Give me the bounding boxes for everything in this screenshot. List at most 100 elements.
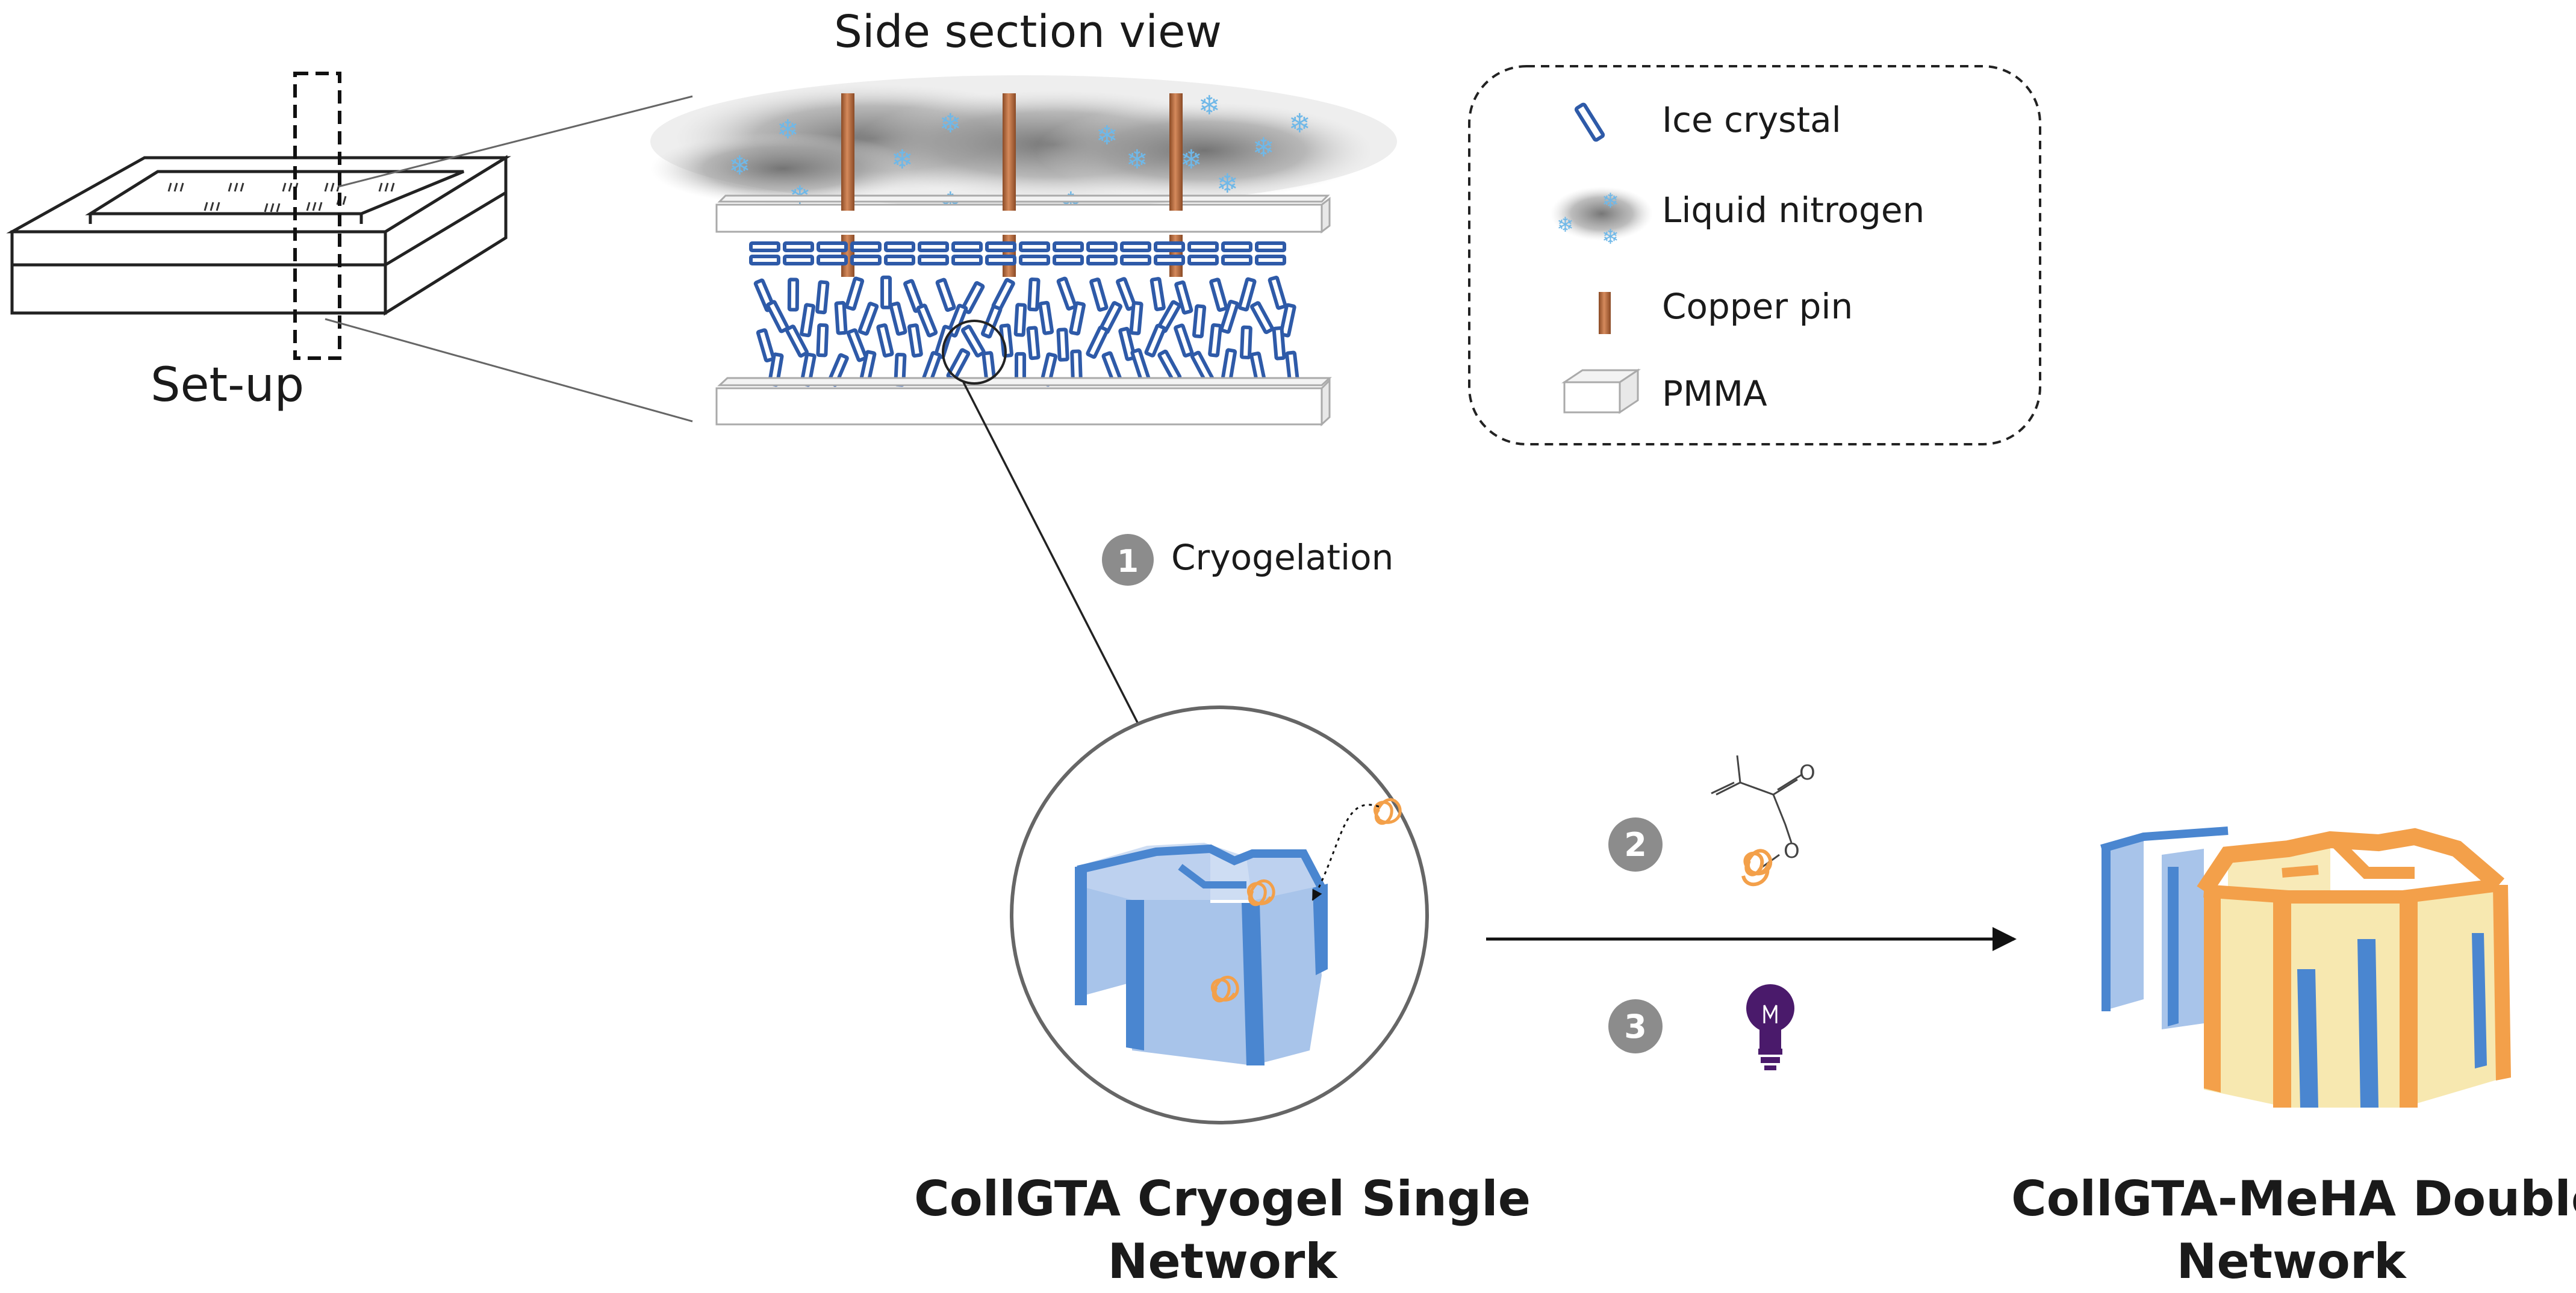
ice-crystal <box>1120 241 1151 252</box>
pmma-block-icon <box>1561 368 1641 414</box>
ice-crystal <box>1157 349 1182 383</box>
ice-crystal <box>876 323 894 358</box>
side-section-title: Side section view <box>834 6 1222 58</box>
ice-crystal <box>1268 276 1287 310</box>
double-network-title-line1: CollGTA-MeHA Double <box>2011 1171 2576 1227</box>
ice-crystal <box>1086 325 1109 359</box>
ice-crystal <box>1208 323 1222 358</box>
svg-text:❄: ❄ <box>777 114 799 145</box>
svg-text:❄: ❄ <box>1602 189 1619 213</box>
setup-label: Set-up <box>151 358 305 412</box>
ice-crystal <box>817 241 848 252</box>
ice-crystal <box>884 241 915 252</box>
ice-crystal <box>935 278 956 312</box>
svg-text:❄: ❄ <box>891 144 913 175</box>
ice-crystal <box>916 303 938 338</box>
single-network-title-line1: CollGTA Cryogel Single <box>914 1171 1531 1227</box>
ice-crystal <box>884 255 915 265</box>
zoom-line-bottom <box>325 318 693 423</box>
ice-crystal <box>834 301 848 335</box>
ice-crystal <box>1255 241 1286 252</box>
step-number-1: 1 <box>1117 544 1139 580</box>
single-network-title: CollGTA Cryogel Single Network <box>897 1168 1548 1293</box>
ice-crystal <box>907 323 923 358</box>
ice-crystal <box>951 241 983 252</box>
ice-crystal <box>1056 327 1069 362</box>
ice-crystals <box>749 241 1300 387</box>
ice-crystal <box>1279 303 1296 338</box>
ice-crystal <box>1086 255 1118 265</box>
light-bulb-icon <box>1746 984 1794 1070</box>
svg-text:❄: ❄ <box>1126 144 1148 175</box>
legend-label-pmma: PMMA <box>1662 373 1767 414</box>
ice-crystal <box>1019 241 1050 252</box>
legend-box <box>1468 65 2041 445</box>
ice-crystal <box>1019 255 1050 265</box>
ice-crystal <box>1089 278 1109 312</box>
ice-crystal <box>991 278 1015 311</box>
ice-crystal <box>756 328 776 363</box>
ice-crystal <box>817 255 848 265</box>
ice-crystal <box>787 278 800 312</box>
ice-crystal <box>1056 276 1077 311</box>
zoom-line-top <box>338 95 693 188</box>
svg-text:❄: ❄ <box>1252 132 1275 163</box>
ice-crystal <box>918 255 949 265</box>
ice-crystal <box>1237 277 1257 312</box>
ice-crystal <box>1013 303 1027 337</box>
svg-text:❄: ❄ <box>1602 225 1619 249</box>
svg-text:❄: ❄ <box>1180 144 1202 175</box>
ice-crystal <box>783 241 814 252</box>
legend-label-ice-crystal: Ice crystal <box>1662 99 1841 140</box>
ice-crystal <box>845 276 865 311</box>
ice-crystal <box>1026 326 1041 361</box>
section-cut-box <box>293 72 341 360</box>
meha-molecule-icon: O O <box>1711 755 1815 887</box>
ice-crystal <box>1174 280 1193 315</box>
ice-crystal <box>1209 278 1228 312</box>
ice-crystal <box>1255 255 1286 265</box>
ice-crystal-icon <box>1574 102 1605 142</box>
svg-text:❄: ❄ <box>1216 169 1239 199</box>
step-label-cryogelation: Cryogelation <box>1171 537 1394 578</box>
legend-label-copper-pin: Copper pin <box>1662 286 1853 327</box>
ice-crystal <box>1239 325 1252 359</box>
step-badge-2: 2 <box>1608 817 1663 872</box>
ice-crystal <box>800 303 816 338</box>
magnify-circle <box>942 320 1007 385</box>
step-badge-3: 3 <box>1608 999 1663 1053</box>
ice-crystal <box>1221 255 1252 265</box>
ice-crystal <box>766 300 790 333</box>
legend-label-liquid-nitrogen: Liquid nitrogen <box>1662 190 1925 231</box>
ice-crystal <box>1120 255 1151 265</box>
ice-crystal <box>1192 304 1207 339</box>
carbonyl-oxygen: O <box>1799 761 1815 785</box>
double-network-title: CollGTA-MeHA Double Network <box>2011 1168 2576 1293</box>
copper-pin-icon <box>1599 292 1611 334</box>
step-number-3: 3 <box>1624 1008 1647 1046</box>
ice-crystal <box>850 255 882 265</box>
ice-crystal <box>1272 326 1286 361</box>
ice-crystal <box>985 255 1016 265</box>
setup-ice-marks <box>167 182 395 212</box>
snowflake-icons: ❄❄❄ ❄❄❄ ❄❄❄ ❄❄❄ ❄❄ <box>729 90 1311 217</box>
ice-crystal <box>1086 241 1118 252</box>
step-badge-1: 1 <box>1102 534 1154 586</box>
ice-crystal <box>1069 301 1086 336</box>
ice-crystal <box>1154 241 1185 252</box>
ester-oxygen: O <box>1784 839 1800 863</box>
ice-crystal <box>1053 255 1084 265</box>
ice-crystal <box>1250 301 1274 335</box>
pmma-top-plate <box>715 194 1331 234</box>
single-network-scaffold <box>1075 798 1402 1065</box>
svg-text:❄: ❄ <box>1198 90 1221 121</box>
ice-crystal <box>1150 277 1166 311</box>
ice-crystal <box>1027 277 1041 312</box>
ice-crystal <box>1221 348 1237 383</box>
pmma-bottom-plate <box>715 377 1332 427</box>
liquid-nitrogen-fog <box>650 75 1397 208</box>
ice-crystal <box>880 275 892 309</box>
ice-crystal <box>815 280 830 315</box>
ice-crystal <box>1219 299 1239 334</box>
